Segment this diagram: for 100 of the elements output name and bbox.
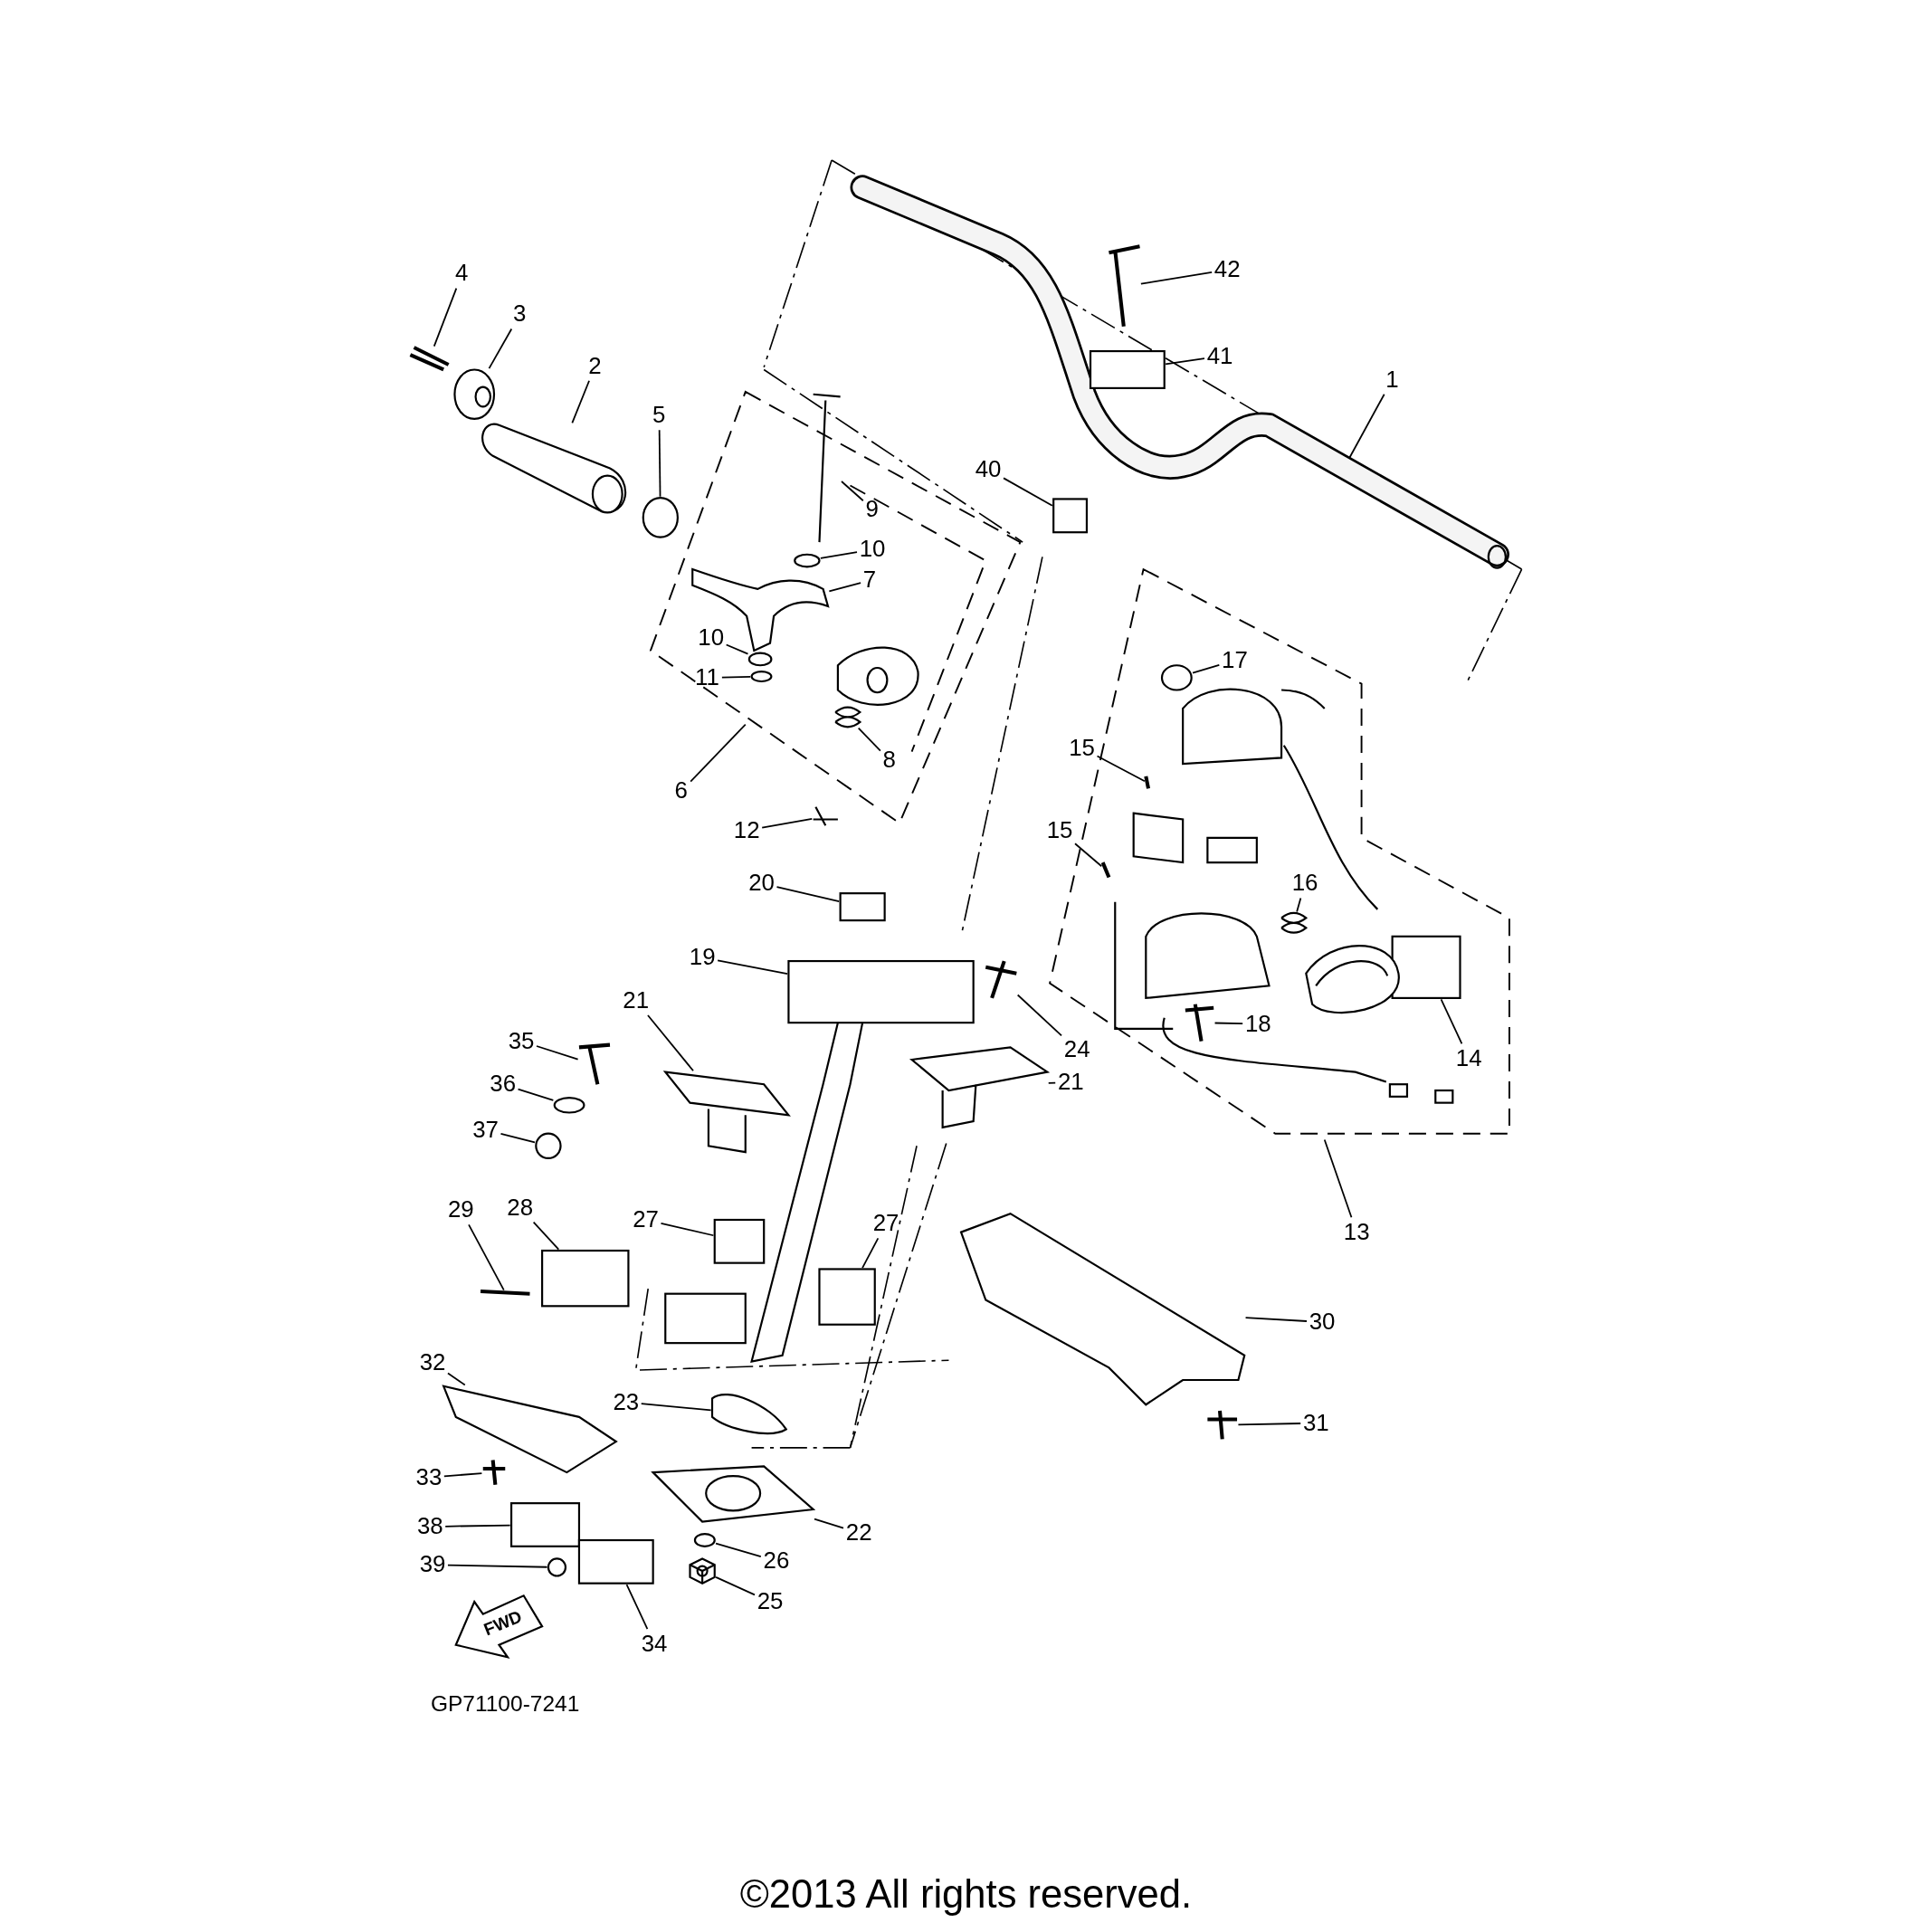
leader-line xyxy=(761,817,814,829)
holder xyxy=(713,1218,766,1264)
callout-number: 7 xyxy=(862,566,877,595)
callout-number: 14 xyxy=(1455,1044,1482,1072)
leader-line xyxy=(1016,994,1062,1037)
spring xyxy=(834,706,861,728)
washer xyxy=(693,1533,716,1547)
screw xyxy=(1100,861,1111,879)
nut xyxy=(535,1132,562,1159)
leader-line xyxy=(1244,1317,1308,1322)
bolt xyxy=(408,345,451,372)
bracket xyxy=(664,1071,791,1154)
leader-line xyxy=(640,1403,712,1412)
leader-line xyxy=(1323,1138,1353,1219)
callout-number: 17 xyxy=(1222,646,1248,674)
callout-number: 15 xyxy=(1046,816,1073,844)
callout-number: 29 xyxy=(447,1196,474,1224)
washer xyxy=(794,553,821,568)
callout-number: 42 xyxy=(1213,256,1241,284)
cap xyxy=(1160,664,1193,691)
leader-line xyxy=(814,1518,844,1529)
callout-number: 4 xyxy=(455,260,469,288)
callout-number: 10 xyxy=(859,536,886,564)
clip xyxy=(750,671,773,683)
callout-number: 32 xyxy=(419,1348,446,1376)
leader-line xyxy=(776,886,841,903)
callout-number: 25 xyxy=(757,1588,784,1616)
leader-line xyxy=(571,379,590,424)
plate xyxy=(651,1465,816,1523)
leader-line xyxy=(828,582,861,593)
leader-line xyxy=(721,675,752,679)
copyright-notice: ©2013 All rights reserved. xyxy=(739,1870,1193,1918)
leader-line xyxy=(625,1584,649,1630)
callout-number: 24 xyxy=(1063,1036,1090,1064)
figure-code: GP71100-7241 xyxy=(430,1690,580,1718)
callout-number: 21 xyxy=(1057,1068,1084,1096)
bracket xyxy=(910,1046,1051,1129)
callout-number: 40 xyxy=(975,455,1002,483)
leader-line xyxy=(1237,1423,1302,1426)
callout-number: 6 xyxy=(674,777,688,805)
leader-line xyxy=(444,1524,511,1528)
leader-line xyxy=(1139,271,1213,285)
bolt xyxy=(481,1458,508,1487)
callout-number: 8 xyxy=(882,747,896,775)
leader-line xyxy=(861,1237,880,1269)
callout-number: 11 xyxy=(694,663,719,691)
collar xyxy=(453,368,496,421)
callout-number: 33 xyxy=(415,1463,443,1491)
leader-line xyxy=(447,1372,466,1386)
leader-line xyxy=(1096,755,1146,783)
bolt xyxy=(1183,1002,1216,1043)
leader-line xyxy=(1192,664,1221,674)
nut xyxy=(547,1557,567,1577)
callout-number: 27 xyxy=(872,1210,899,1238)
callout-number: 22 xyxy=(845,1518,872,1547)
callout-number: 9 xyxy=(865,495,879,523)
callout-number: 3 xyxy=(513,300,527,328)
leader-line xyxy=(1074,842,1103,868)
leader-line xyxy=(500,1133,536,1144)
leader-line xyxy=(536,1045,579,1061)
leader-line xyxy=(819,551,858,559)
bolt xyxy=(576,1042,613,1087)
callout-number: 1 xyxy=(1385,366,1399,394)
leader-line xyxy=(433,287,458,347)
screw xyxy=(1144,776,1151,789)
leader-line xyxy=(488,328,513,369)
callout-number: 41 xyxy=(1206,342,1233,370)
leader-line xyxy=(647,1014,694,1072)
callout-number: 38 xyxy=(416,1513,443,1540)
leader-line xyxy=(725,643,749,655)
callout-number: 34 xyxy=(641,1630,668,1658)
callout-number: 39 xyxy=(419,1551,446,1579)
clamp xyxy=(1089,349,1166,389)
lanyard-strap xyxy=(1305,944,1400,1014)
clip xyxy=(510,1502,581,1547)
collar xyxy=(642,497,679,538)
leader-line xyxy=(1047,1081,1057,1084)
callout-number: 16 xyxy=(1291,870,1318,898)
leader-line xyxy=(715,1542,762,1558)
bolt xyxy=(1107,244,1142,328)
washer xyxy=(553,1097,585,1114)
leader-line xyxy=(660,1223,715,1237)
callout-number: 35 xyxy=(508,1027,535,1055)
nut xyxy=(689,1557,716,1585)
pin xyxy=(812,393,842,544)
leader-line xyxy=(1213,1022,1244,1025)
bolt xyxy=(480,1289,530,1296)
callout-number: 28 xyxy=(507,1194,534,1222)
leader-line xyxy=(1348,393,1385,460)
throttle-lever xyxy=(691,567,830,652)
leader-line xyxy=(532,1221,560,1251)
callout-number: 10 xyxy=(698,624,725,652)
callout-number: 20 xyxy=(748,870,775,898)
clip xyxy=(577,1538,654,1585)
callout-number: 12 xyxy=(733,816,760,844)
hose-clamp xyxy=(710,1394,787,1434)
column-arm xyxy=(664,1292,747,1345)
leader-line xyxy=(447,1564,548,1568)
leader-line xyxy=(841,481,864,502)
callout-number: 36 xyxy=(490,1071,517,1099)
